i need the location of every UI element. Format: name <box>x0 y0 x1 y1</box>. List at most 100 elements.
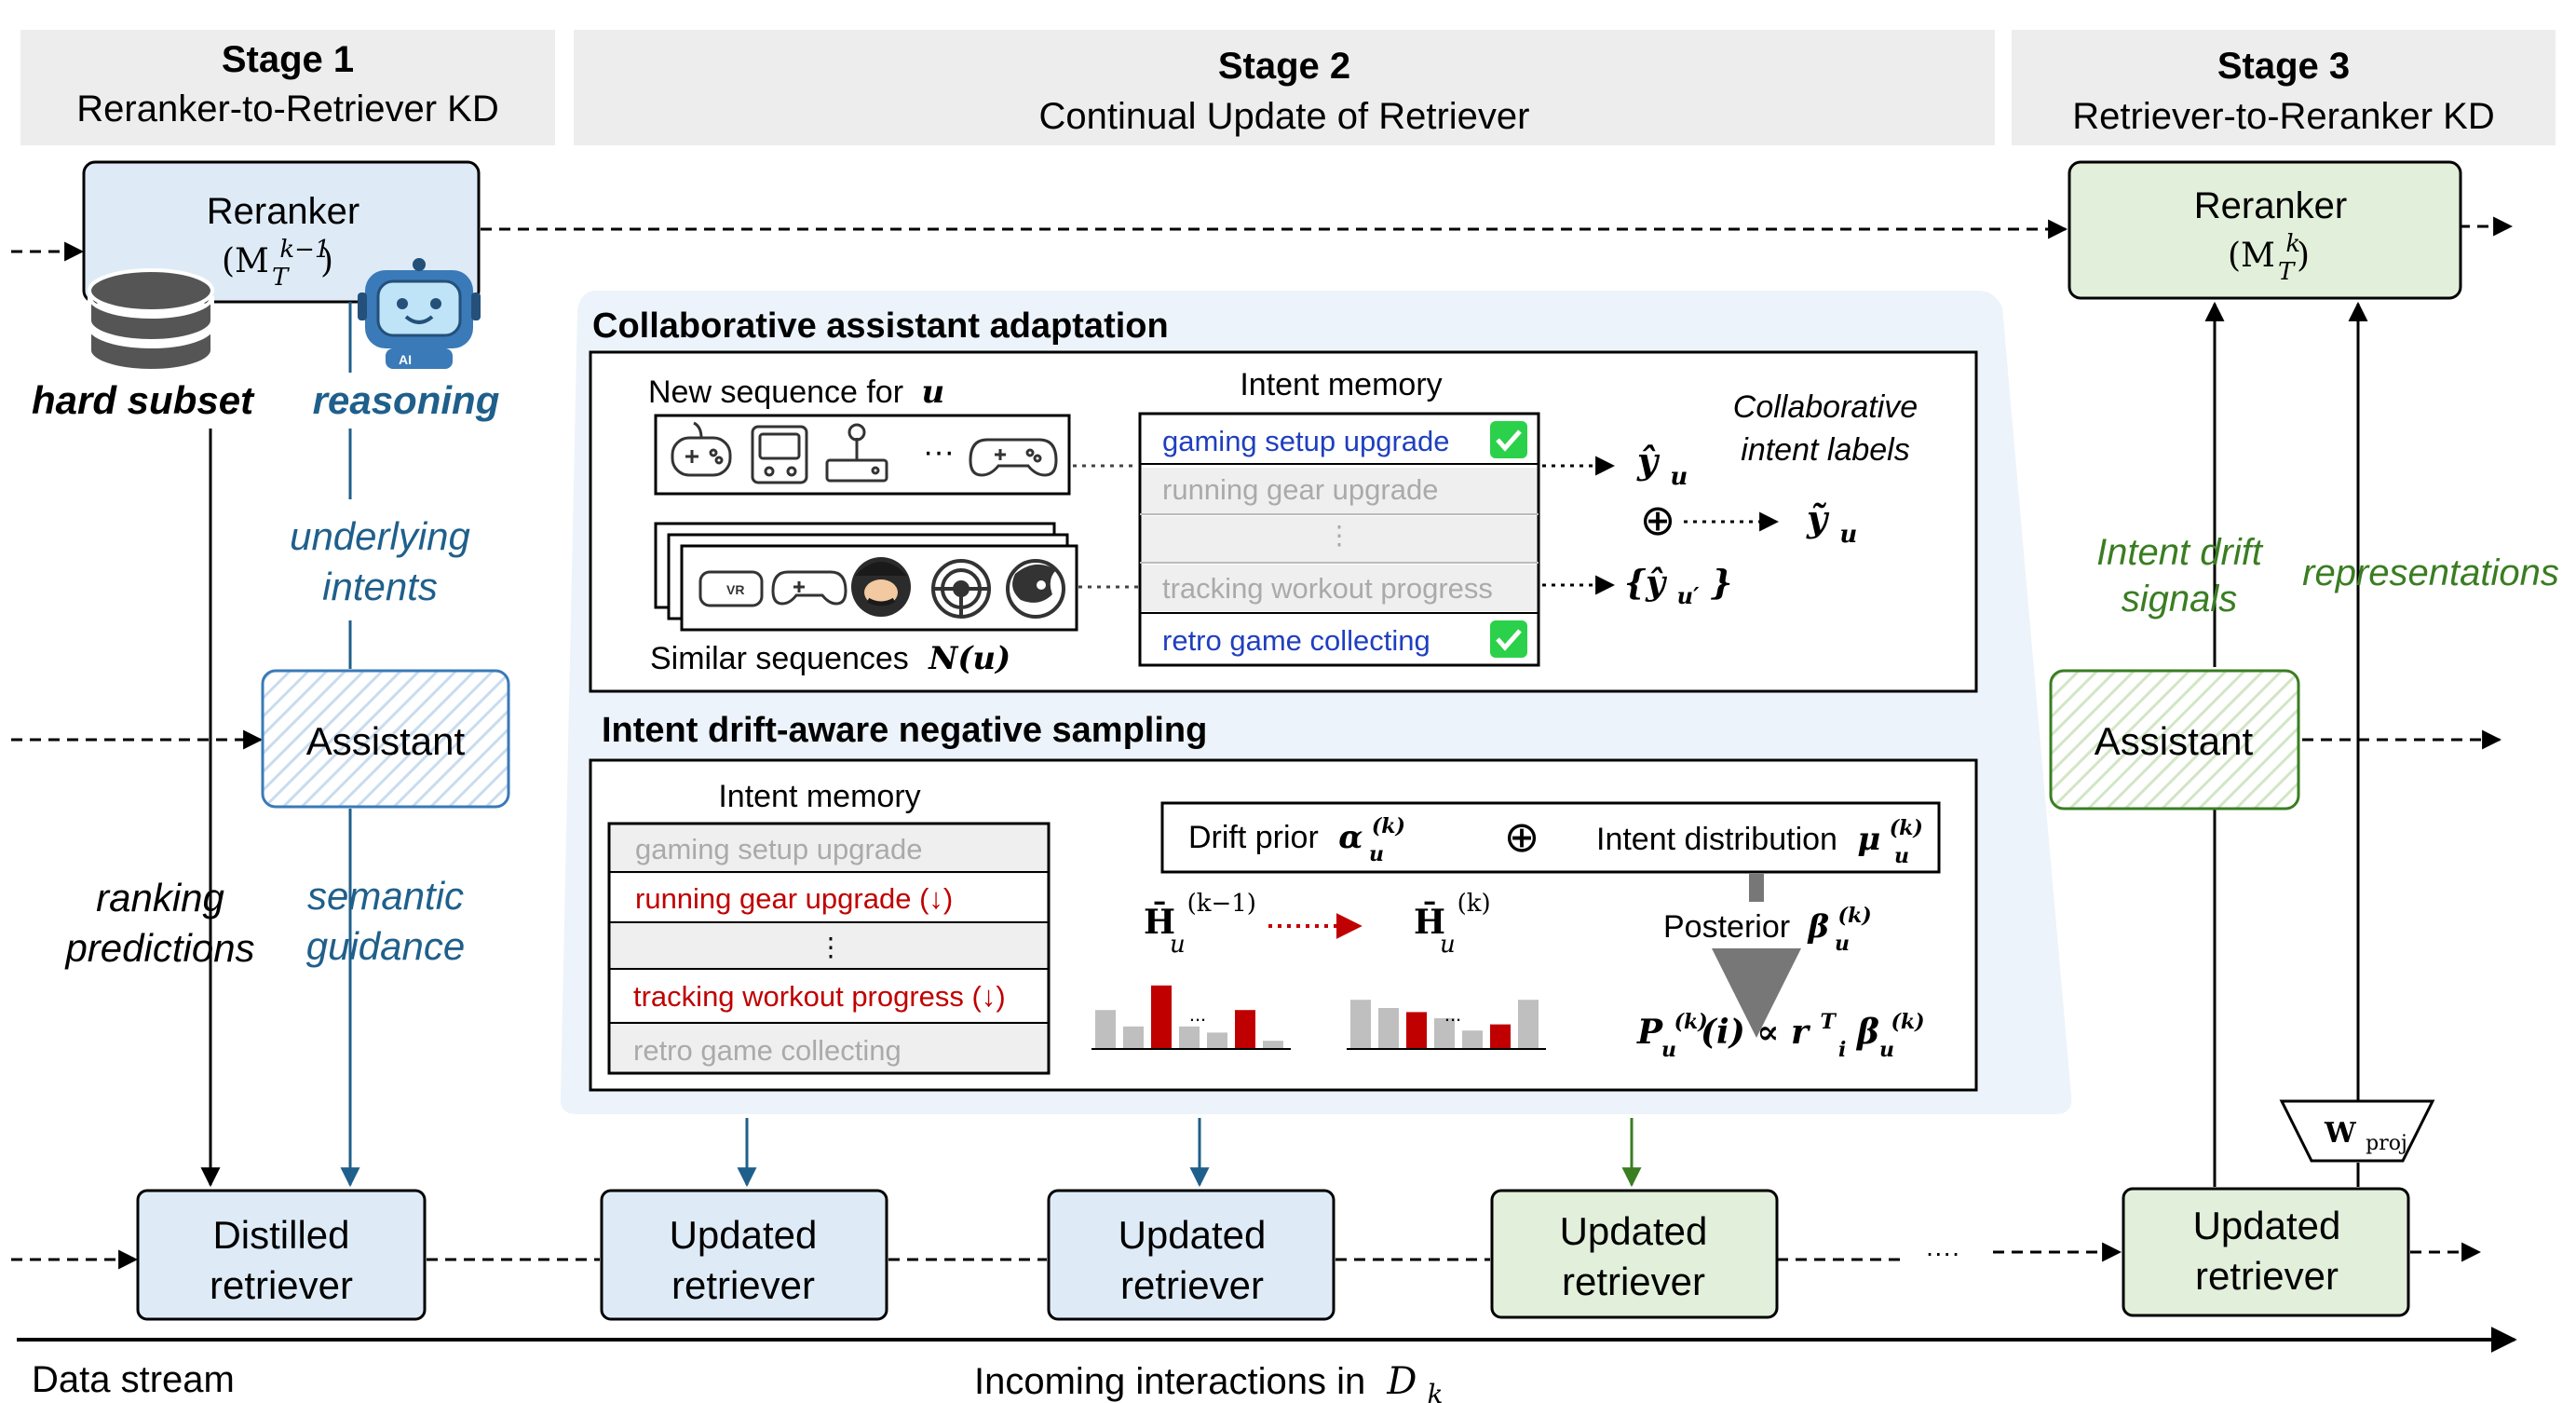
sampling-title: Intent drift-aware negative sampling <box>602 711 1207 750</box>
robot-icon: AI <box>358 258 481 369</box>
svg-text:New sequence for u: New sequence for u <box>648 374 944 411</box>
adaptation-memory-row-2: running gear upgrade <box>1162 473 1438 506</box>
steering-wheel-icon <box>931 559 991 619</box>
gamepad-icon <box>969 438 1058 477</box>
p-formula: P (k) u (i) ∝ r T i β (k) u <box>1636 998 1936 1065</box>
reranker-left: Reranker (M k−1 T ) <box>82 160 481 304</box>
svg-text:{ŷ u′ }: {ŷ u′ } <box>1624 564 1732 612</box>
stage-1-header: Stage 1 Reranker-to-Retriever KD <box>20 30 555 145</box>
bars-curr-bar-7 <box>1518 1000 1539 1049</box>
ranking-label: ranking <box>96 876 224 919</box>
bars-prev-bar-3 <box>1151 985 1172 1049</box>
adaptation-memory-table: gaming setup upgrade running gear upgrad… <box>1138 412 1540 667</box>
stage-2-header: Stage 2 Continual Update of Retriever <box>574 30 1995 145</box>
h-curr-sup: (k) <box>1457 890 1491 918</box>
retriever-2-line1: Updated <box>670 1213 818 1257</box>
svg-text:AI: AI <box>399 352 412 367</box>
retriever-4: Updated retriever <box>1490 1189 1779 1319</box>
svg-text:Posterior β (k) u: Posterior β (k) u <box>1663 894 1880 956</box>
sampling-memory-title: Intent memory <box>718 779 920 814</box>
beta-sup: (k) <box>1838 904 1872 928</box>
bars-prev-bar-1 <box>1095 1010 1116 1049</box>
p-formula-r-sub: i <box>1838 1038 1846 1062</box>
retriever-3-line1: Updated <box>1119 1213 1267 1257</box>
adaptation-memory-row-4: tracking workout progress <box>1162 572 1493 605</box>
reasoning-label: reasoning <box>313 378 500 422</box>
intents-label: intents <box>322 565 438 608</box>
h-prev: H̄ <box>1144 901 1175 942</box>
reranker-right-label: Reranker <box>2194 185 2348 226</box>
guidance-label: guidance <box>306 924 465 968</box>
y-hat: ŷ <box>1636 440 1661 482</box>
reranker-left-sub: T <box>272 264 290 292</box>
sampling-memory-row-2: running gear upgrade (↓) <box>635 882 953 915</box>
underlying-label: underlying <box>290 514 470 558</box>
mu-sub: u <box>1894 844 1909 868</box>
p-formula-beta-sup: (k) <box>1891 1010 1924 1034</box>
y-set: {ŷ <box>1624 564 1667 603</box>
similar-sequences-stack: VR <box>654 522 1078 632</box>
p-formula-r-sup: T <box>1821 1010 1837 1034</box>
retriever-3-line2: retriever <box>1120 1263 1264 1307</box>
retriever-2-line2: retriever <box>671 1263 815 1307</box>
incoming-var: D <box>1386 1360 1417 1403</box>
adaptation-memory-row-5: retro game collecting <box>1162 624 1430 657</box>
bars-prev-bar-7 <box>1263 1041 1283 1049</box>
new-sequence-var: u <box>922 374 945 411</box>
wproj-sub: proj <box>2366 1132 2407 1155</box>
bars-prev-bar-4 <box>1179 1026 1200 1049</box>
retriever-3: Updated retriever <box>1047 1189 1335 1321</box>
stream-dots: ···· <box>1925 1238 1959 1267</box>
p-formula-p: P <box>1636 1013 1663 1052</box>
p-formula-beta: β <box>1855 1013 1879 1052</box>
beta-sub: u <box>1835 932 1850 956</box>
wproj-label: W <box>2324 1117 2357 1150</box>
assistant-left: Assistant <box>261 669 510 809</box>
bars-curr-bar-1 <box>1350 1000 1371 1049</box>
sampling-memory-table: gaming setup upgrade running gear upgrad… <box>607 822 1051 1075</box>
database-icon <box>88 268 214 373</box>
hard-subset-label: hard subset <box>32 378 255 422</box>
svg-text:ŷ u: ŷ u <box>1636 440 1688 491</box>
checkmark-icon <box>1490 620 1527 658</box>
arcade-icon <box>751 425 808 484</box>
checkmark-icon <box>1490 421 1527 458</box>
bars-curr-ellipsis: ... <box>1444 1002 1461 1026</box>
bars-prev-ellipsis: ... <box>1189 1002 1206 1026</box>
sampling-memory-row-1: gaming setup upgrade <box>635 833 923 865</box>
retriever-4-line1: Updated <box>1560 1209 1708 1253</box>
reranker-left-model: (M <box>222 242 269 280</box>
sampling-oplus: ⊕ <box>1504 812 1540 861</box>
collab-label-2: intent labels <box>1741 432 1909 468</box>
mu-symbol: μ <box>1857 821 1880 858</box>
retriever-2: Updated retriever <box>600 1189 888 1321</box>
svg-text:VR: VR <box>726 582 744 597</box>
bars-prev-bar-2 <box>1123 1026 1144 1049</box>
joystick-icon <box>825 423 888 483</box>
p-formula-sub: u <box>1661 1038 1676 1062</box>
reranker-right-model: (M <box>2228 237 2275 275</box>
predictions-label: predictions <box>63 926 254 970</box>
y-tilde: ỹ <box>1806 497 1830 539</box>
stage-3-title: Stage 3 <box>2217 46 2350 87</box>
p-formula-beta-sub: u <box>1879 1038 1894 1062</box>
wproj-trapezoid: W proj <box>2279 1099 2435 1163</box>
signals-label: signals <box>2122 579 2238 620</box>
prior-distribution-box <box>1160 801 1941 874</box>
incoming-label: Incoming interactions in <box>974 1361 1365 1402</box>
assistant-left-label: Assistant <box>306 719 466 763</box>
y-tilde-sub: u <box>1839 521 1857 549</box>
bars-prev-bar-6 <box>1235 1010 1255 1049</box>
incoming-sub: k <box>1428 1379 1444 1403</box>
retriever-1-line2: retriever <box>210 1263 353 1307</box>
svg-text:(M k−1 T ): (M k−1 T ) <box>222 227 341 293</box>
new-sequence-strip: ··· <box>654 414 1071 496</box>
bars-prev-bar-5 <box>1207 1032 1227 1049</box>
y-set-sub: u′ <box>1677 582 1700 609</box>
sampling-memory-row-4: tracking workout progress (↓) <box>633 980 1006 1013</box>
svg-text:Intent distribution μ: Intent distribution μ (k) u <box>1596 807 1932 868</box>
gamepad-icon <box>671 421 732 477</box>
retriever-5-line2: retriever <box>2195 1254 2339 1298</box>
reranker-right-sub: T <box>2278 258 2296 286</box>
vr-icon: VR <box>698 570 764 607</box>
